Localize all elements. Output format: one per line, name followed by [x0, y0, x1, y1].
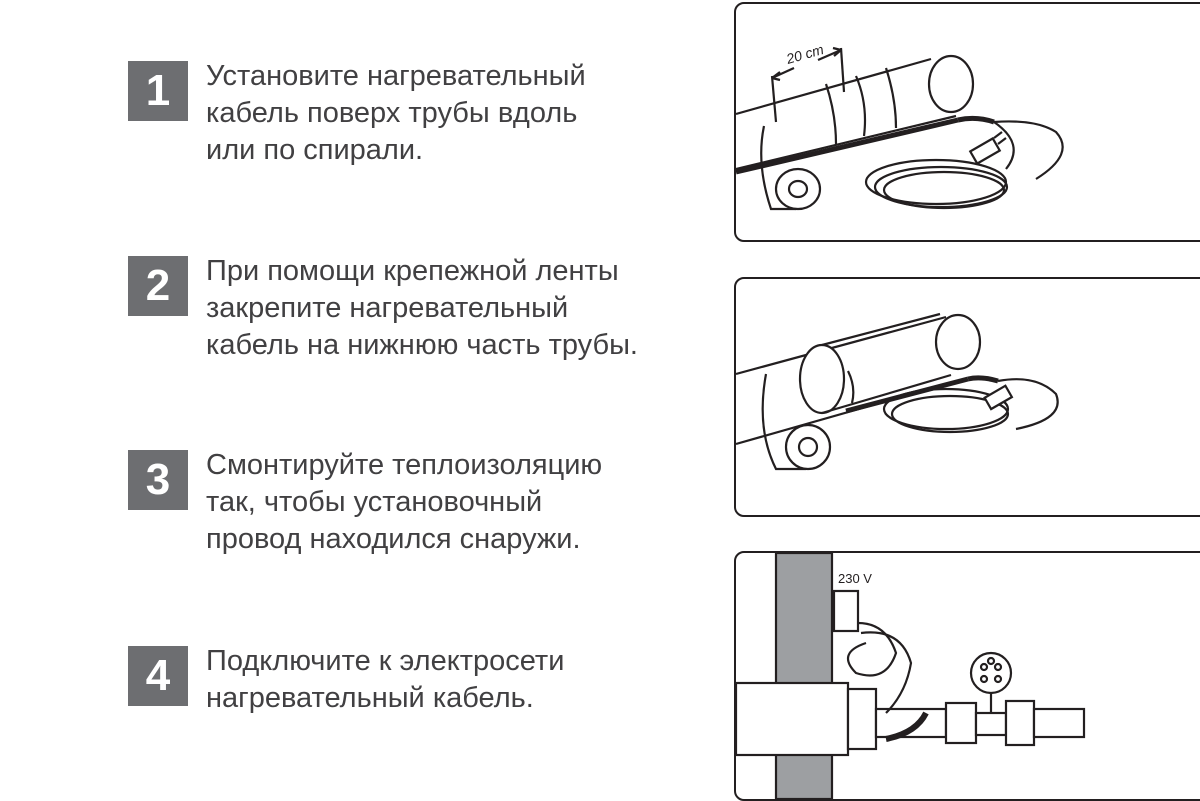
pipe-tape-drawing — [736, 312, 1059, 471]
spacing-label: 20 cm — [783, 41, 825, 67]
step-text: Смонтируйте теплоизоляцию так, чтобы уст… — [206, 449, 603, 555]
pipe-cable-drawing: 20 cm — [736, 41, 1064, 211]
step-text: При помощи крепежной ленты закрепите наг… — [206, 255, 638, 361]
mains-drawing: 230 V — [736, 553, 1086, 799]
step-number-badge: 1 — [128, 61, 188, 121]
step-4: 4 Подключите к электросети нагревательны… — [128, 643, 676, 717]
step-number-badge: 2 — [128, 256, 188, 316]
step-2: 2 При помощи крепежной ленты закрепите н… — [128, 253, 676, 364]
step-number-badge: 3 — [128, 450, 188, 510]
step-text: Подключите к электросети нагревательный … — [206, 645, 565, 714]
step-3: 3 Смонтируйте теплоизоляцию так, чтобы у… — [128, 447, 676, 558]
voltage-label: 230 V — [838, 571, 872, 586]
step-text: Установите нагревательный кабель поверх … — [206, 60, 586, 166]
illustration-tape-fastening — [734, 277, 1200, 517]
step-1: 1 Установите нагревательный кабель повер… — [128, 58, 676, 169]
step-number-badge: 4 — [128, 646, 188, 706]
illustration-mains-connection: 230 V — [734, 551, 1200, 801]
illustration-cable-along-pipe: 20 cm — [734, 2, 1200, 242]
